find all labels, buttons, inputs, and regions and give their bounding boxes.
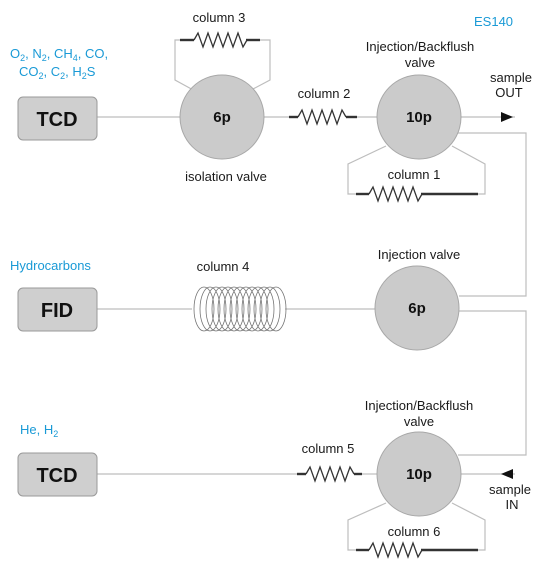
valve-caption-bottom-line1: Injection/Backflush <box>365 398 473 413</box>
column-1 <box>356 185 478 203</box>
sample-out-label-line1: sample <box>490 70 532 85</box>
column-5 <box>297 465 362 483</box>
column-6 <box>356 541 478 559</box>
isolation-valve-caption: isolation valve <box>185 169 267 184</box>
column-2-label: column 2 <box>298 86 351 101</box>
diagram-code: ES140 <box>474 14 513 29</box>
gas-label-top-line1: O2, N2, CH4, CO, <box>10 46 108 63</box>
column-4-label: column 4 <box>197 259 250 274</box>
valve-label: 6p <box>408 300 426 317</box>
column-3 <box>180 31 260 49</box>
sample-in-label-line2: IN <box>506 497 519 512</box>
valve-caption-top-line1: Injection/Backflush <box>366 39 474 54</box>
injection-backflush-valve-top-10p: 10p <box>376 74 462 160</box>
gas-label-middle: Hydrocarbons <box>10 258 91 273</box>
column-6-label: column 6 <box>388 524 441 539</box>
detector-tcd-top: TCD <box>17 96 98 141</box>
injection-valve-6p: 6p <box>374 265 460 351</box>
detector-label: FID <box>41 300 73 322</box>
column-4-capillary <box>193 286 287 332</box>
sample-out-label-line2: OUT <box>495 85 523 100</box>
sample-in-label-line1: sample <box>489 482 531 497</box>
detector-tcd-bottom: TCD <box>17 452 98 497</box>
sample-out-arrow-icon <box>501 112 513 122</box>
flow-lines <box>97 39 527 551</box>
injection-valve-caption: Injection valve <box>378 247 460 262</box>
isolation-valve-6p: 6p <box>179 74 265 160</box>
column-5-label: column 5 <box>302 441 355 456</box>
detector-label: TCD <box>36 109 77 131</box>
column-1-label: column 1 <box>388 167 441 182</box>
gas-label-bottom: He, H2 <box>20 422 58 439</box>
column-3-label: column 3 <box>193 10 246 25</box>
sample-in-arrow-icon <box>501 469 513 479</box>
valve-label: 10p <box>406 109 432 126</box>
detector-label: TCD <box>36 465 77 487</box>
valve-caption-bottom-line2: valve <box>404 414 434 429</box>
detector-fid: FID <box>17 287 98 332</box>
gas-label-top-line2: CO2, C2, H2S <box>19 64 96 81</box>
injection-backflush-valve-bottom-10p: 10p <box>376 431 462 517</box>
valve-caption-top-line2: valve <box>405 55 435 70</box>
valve-label: 6p <box>213 109 231 126</box>
valve-label: 10p <box>406 466 432 483</box>
column-2 <box>289 108 357 126</box>
